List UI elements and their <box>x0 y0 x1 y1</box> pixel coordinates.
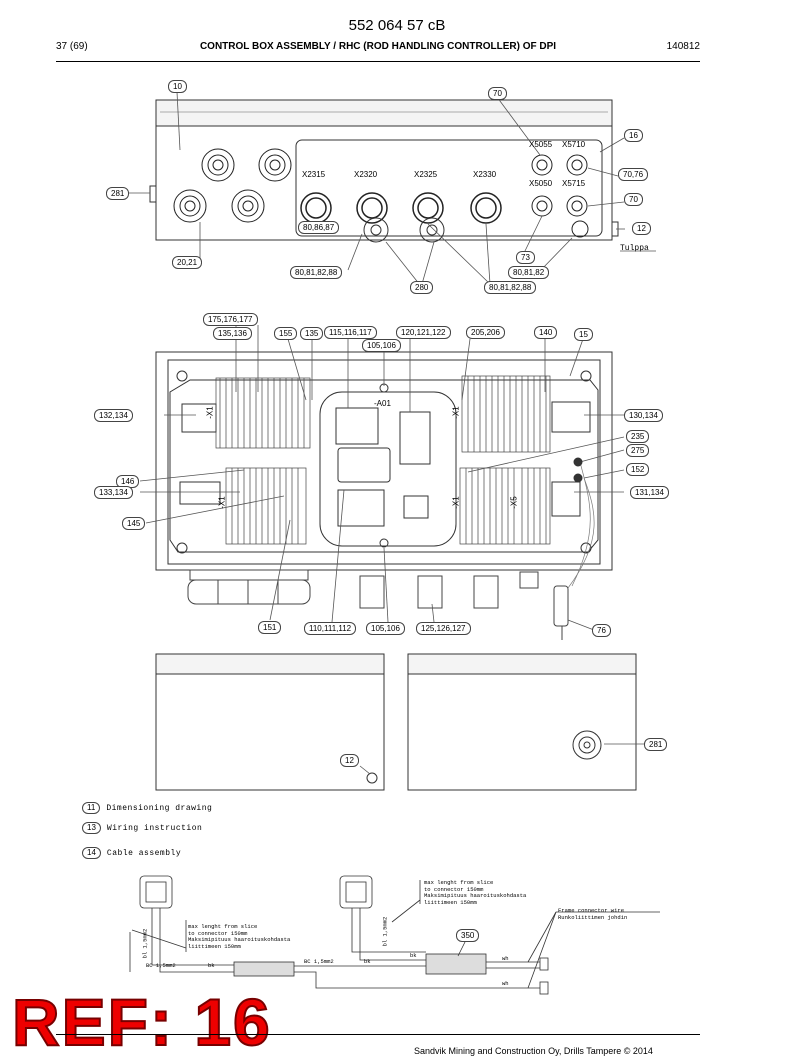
lid-views <box>155 653 644 791</box>
callout-135-136: 135,136 <box>213 327 252 340</box>
callout-120: 120,121,122 <box>396 326 451 339</box>
module-label: -X1 <box>451 406 461 419</box>
callout-105-106: 105,106 <box>362 339 401 352</box>
note-number: 13 <box>82 822 101 834</box>
callout-80-81-82-88: 80,81,82,88 <box>290 266 343 279</box>
callout-76: 76 <box>592 624 611 637</box>
callout-12: 12 <box>632 222 651 235</box>
wire-label: BC 1,5mm2 <box>146 962 176 969</box>
wire-label: bl 1,5mm2 <box>381 916 389 947</box>
callout-80-86-87: 80,86,87 <box>298 221 340 234</box>
footer-divider <box>56 1034 700 1035</box>
callout-131-134: 131,134 <box>630 486 669 499</box>
callout-280: 280 <box>410 281 434 294</box>
callout-80-81-82: 80,81,82 <box>508 266 550 279</box>
note-text: Dimensioning drawing <box>106 804 213 813</box>
callout-20-21: 20,21 <box>172 256 203 269</box>
module-label: -X1 <box>451 496 461 509</box>
callout-151: 151 <box>258 621 282 634</box>
callout-205-206: 205,206 <box>466 326 505 339</box>
callout-350: 350 <box>456 929 480 942</box>
callout-281: 281 <box>106 187 130 200</box>
module-label: -X5 <box>509 496 519 509</box>
callout-115: 115,116,117 <box>324 326 377 339</box>
callout-73: 73 <box>516 251 535 264</box>
callout-15: 15 <box>574 328 593 341</box>
wire-label: bl 1,5mm2 <box>141 928 149 959</box>
note-text: Cable assembly <box>106 849 182 858</box>
callout-125: 125,126,127 <box>416 622 471 635</box>
wire-label: bk <box>364 958 371 965</box>
doc-date: 140812 <box>666 41 700 52</box>
connector-label: X5055 <box>529 140 553 149</box>
frame-note: Frame connector wire Runkoliittimen johd… <box>558 907 628 921</box>
callout-175: 175,176,177 <box>203 313 258 326</box>
callout-10: 10 <box>168 80 187 93</box>
pressure-compensation <box>363 217 445 243</box>
terminal-strips <box>215 375 551 545</box>
callout-105-106b: 105,106 <box>366 622 405 635</box>
callout-80-81-82-88b: 80,81,82,88 <box>484 281 537 294</box>
callout-155: 155 <box>274 327 298 340</box>
note-item: 13 Wiring instruction <box>82 822 202 834</box>
cable-note-left: max lenght from slice to connector 150mm… <box>188 923 291 950</box>
callout-135: 135 <box>300 327 324 340</box>
header-divider <box>56 61 700 62</box>
callout-70b: 70 <box>624 193 643 206</box>
module-label: -X1 <box>205 406 215 419</box>
callout-70: 70 <box>488 87 507 100</box>
note-item: 11 Dimensioning drawing <box>82 802 212 814</box>
bottom-glands <box>187 569 569 640</box>
wire-label: bk <box>410 952 417 959</box>
callout-132-134: 132,134 <box>94 409 133 422</box>
page-number: 37 (69) <box>56 41 88 52</box>
ref-watermark: REF: 16 <box>11 984 272 1060</box>
cable-assembly <box>129 875 660 995</box>
callout-70-76: 70,76 <box>618 168 649 181</box>
module-label: -X1 <box>217 496 227 509</box>
connector-label: X5715 <box>562 179 586 188</box>
connector-label: X2325 <box>414 170 438 179</box>
page-title: CONTROL BOX ASSEMBLY / RHC (ROD HANDLING… <box>199 41 557 52</box>
cable-glands <box>173 148 292 223</box>
footer-copyright: Sandvik Mining and Construction Oy, Dril… <box>414 1046 653 1056</box>
callout-281-lid: 281 <box>644 738 668 751</box>
callout-12-lid: 12 <box>340 754 359 767</box>
m12-connectors <box>531 154 589 238</box>
connector-label: X2330 <box>473 170 497 179</box>
callout-130-134: 130,134 <box>624 409 663 422</box>
m23-connectors <box>300 192 502 224</box>
top-view-box <box>149 99 619 241</box>
wire-label: bk <box>208 962 215 969</box>
callout-152: 152 <box>626 463 650 476</box>
wire-label: wh <box>502 980 509 987</box>
callout-110: 110,111,112 <box>304 622 357 635</box>
note-number: 14 <box>82 847 101 859</box>
connector-label: X2320 <box>354 170 378 179</box>
callout-133-134: 133,134 <box>94 486 133 499</box>
callout-145: 145 <box>122 517 146 530</box>
wire-label: wh <box>502 955 509 962</box>
note-text: Wiring instruction <box>106 824 203 833</box>
connector-label: X5710 <box>562 140 586 149</box>
callout-16: 16 <box>624 129 643 142</box>
tulppa-label: Tulppa <box>620 244 649 253</box>
wire-label: BC 1,5mm2 <box>304 958 334 965</box>
connector-label: X5050 <box>529 179 553 188</box>
module-label: -A01 <box>374 399 391 408</box>
callout-235: 235 <box>626 430 650 443</box>
wire-bundle <box>567 461 595 589</box>
callout-140: 140 <box>534 326 558 339</box>
callout-275: 275 <box>626 444 650 457</box>
note-item: 14 Cable assembly <box>82 847 181 859</box>
doc-number: 552 064 57 cB <box>348 17 446 34</box>
connector-label: X2315 <box>302 170 326 179</box>
cable-note-right: max lenght from slice to connector 150mm… <box>424 879 527 906</box>
note-number: 11 <box>82 802 101 814</box>
